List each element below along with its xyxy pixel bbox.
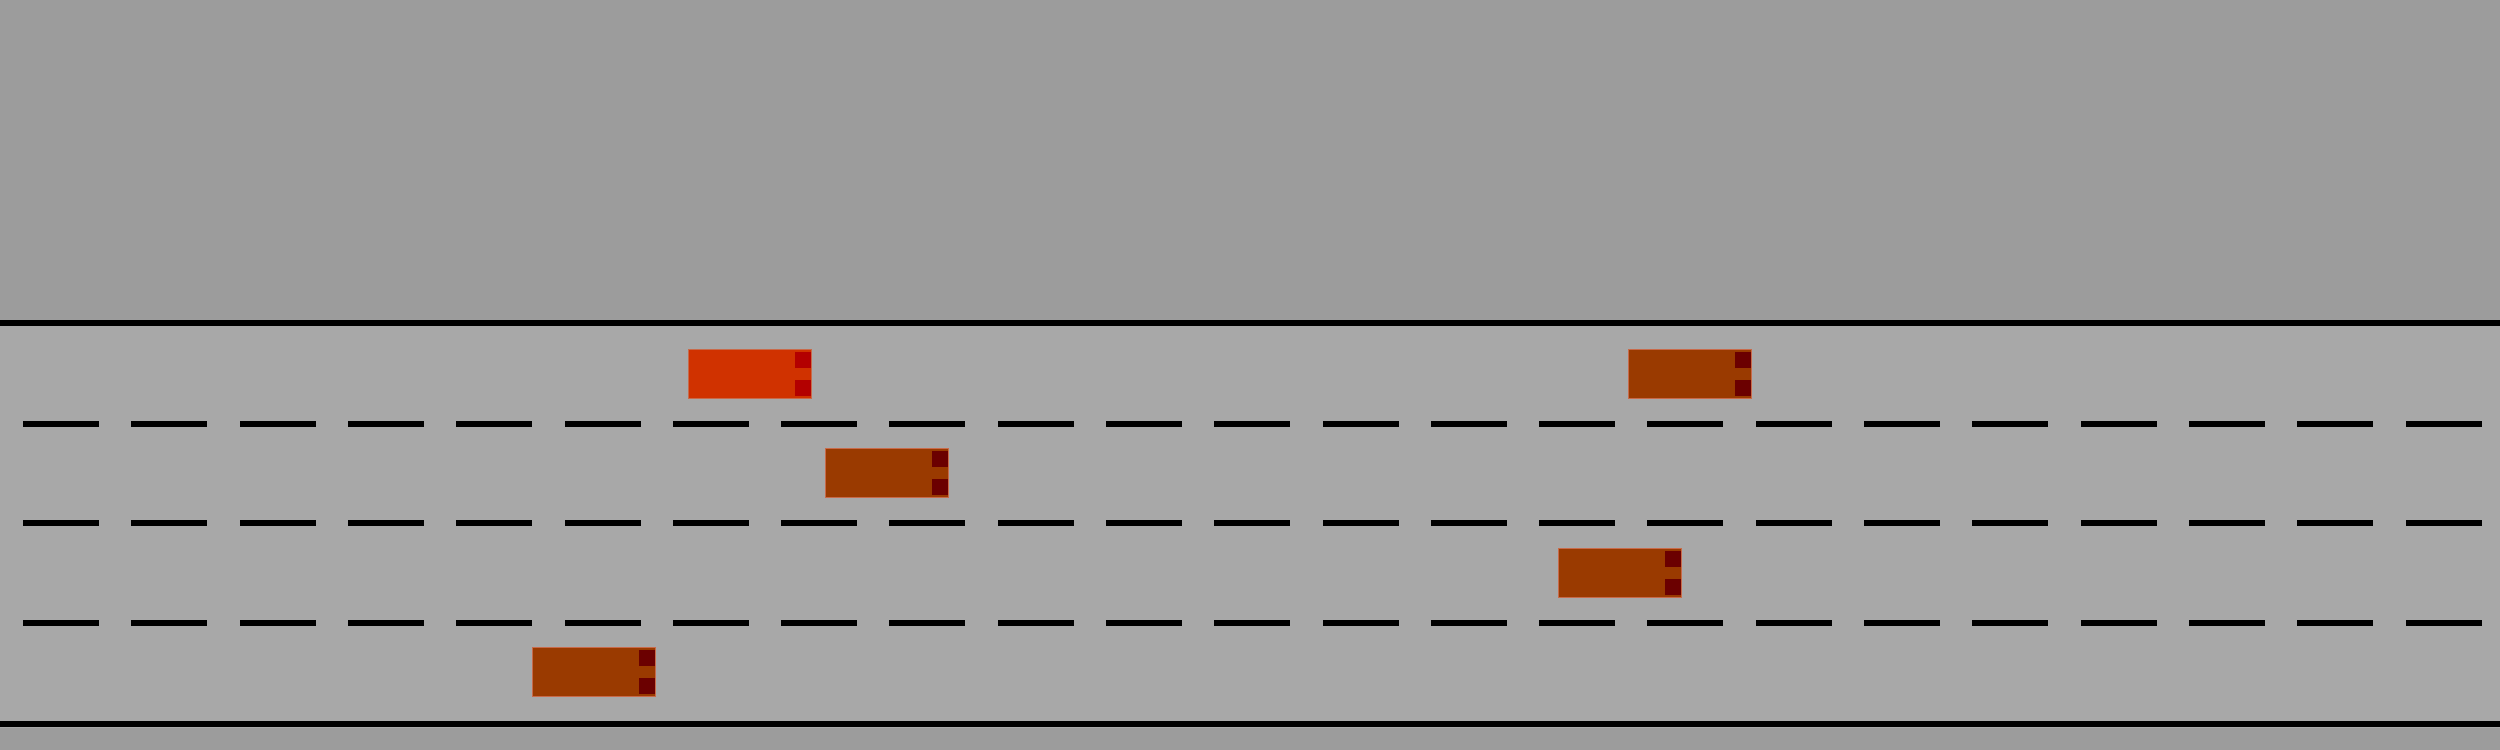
lane-dash xyxy=(1431,520,1507,526)
lane-dash xyxy=(1647,421,1723,427)
lane-dash xyxy=(1214,421,1290,427)
lane-dash xyxy=(565,421,641,427)
road-edge-bottom xyxy=(0,721,2500,727)
lane-dash xyxy=(1106,620,1182,626)
vehicle-taillight-icon xyxy=(1735,380,1751,396)
road-edge-top xyxy=(0,320,2500,326)
lane-dash xyxy=(1864,620,1940,626)
lane-dash xyxy=(1431,421,1507,427)
ego-vehicle xyxy=(688,349,812,399)
lane-dash xyxy=(23,520,99,526)
lane-dash xyxy=(2406,620,2482,626)
lane-dash xyxy=(131,421,207,427)
lane-dash xyxy=(1972,421,2048,427)
lane-dash xyxy=(2297,421,2373,427)
lane-dash xyxy=(998,620,1074,626)
vehicle-taillight-icon xyxy=(1735,352,1751,368)
lane-dash xyxy=(1539,620,1615,626)
lane-dash xyxy=(23,620,99,626)
lane-divider-2 xyxy=(0,520,2500,526)
lane-dash xyxy=(2081,620,2157,626)
lane-dash xyxy=(240,620,316,626)
lane-dash xyxy=(889,520,965,526)
lane-dash xyxy=(1323,520,1399,526)
lane-dash xyxy=(565,520,641,526)
ego-vehicle-taillight-icon xyxy=(795,380,811,396)
lane-dash xyxy=(673,421,749,427)
lane-dash xyxy=(348,520,424,526)
lane-dash xyxy=(131,620,207,626)
lane-dash xyxy=(889,421,965,427)
lane-dash xyxy=(1214,620,1290,626)
vehicle-taillight-icon xyxy=(639,650,655,666)
vehicle-taillight-icon xyxy=(932,479,948,495)
lane-dash xyxy=(1323,421,1399,427)
lane-dash xyxy=(1972,620,2048,626)
lane-dash xyxy=(1647,520,1723,526)
lane-dash xyxy=(565,620,641,626)
vehicle-taillight-icon xyxy=(1665,579,1681,595)
lane-dash xyxy=(998,520,1074,526)
lane-dash xyxy=(781,520,857,526)
lane-dash xyxy=(1106,520,1182,526)
lane-dash xyxy=(1214,520,1290,526)
lane-dash xyxy=(2297,520,2373,526)
lane-dash xyxy=(240,421,316,427)
ego-vehicle-taillight-icon xyxy=(795,352,811,368)
lane-dash xyxy=(456,421,532,427)
lane-dash xyxy=(1539,421,1615,427)
lane-dash xyxy=(23,421,99,427)
lane-dash xyxy=(2189,620,2265,626)
lane-divider-3 xyxy=(0,620,2500,626)
vehicle-taillight-icon xyxy=(639,678,655,694)
lane-dash xyxy=(1106,421,1182,427)
lane-dash xyxy=(2189,421,2265,427)
vehicle-taillight-icon xyxy=(1665,551,1681,567)
lane-dash xyxy=(1756,520,1832,526)
other-vehicle xyxy=(825,448,949,498)
lane-dash xyxy=(1431,620,1507,626)
lane-dash xyxy=(348,421,424,427)
lane-dash xyxy=(348,620,424,626)
lane-dash xyxy=(2406,520,2482,526)
lane-dash xyxy=(2081,520,2157,526)
lane-dash xyxy=(1972,520,2048,526)
lane-dash xyxy=(781,421,857,427)
lane-divider-1 xyxy=(0,421,2500,427)
other-vehicle xyxy=(532,647,656,697)
lane-dash xyxy=(1864,421,1940,427)
lane-dash xyxy=(673,520,749,526)
lane-dash xyxy=(1323,620,1399,626)
other-vehicle xyxy=(1558,548,1682,598)
lane-dash xyxy=(2297,620,2373,626)
lane-dash xyxy=(456,620,532,626)
other-vehicle xyxy=(1628,349,1752,399)
lane-dash xyxy=(781,620,857,626)
lane-dash xyxy=(2081,421,2157,427)
lane-dash xyxy=(889,620,965,626)
lane-dash xyxy=(673,620,749,626)
lane-dash xyxy=(1756,620,1832,626)
lane-dash xyxy=(998,421,1074,427)
lane-dash xyxy=(131,520,207,526)
lane-dash xyxy=(1647,620,1723,626)
lane-dash xyxy=(2406,421,2482,427)
lane-dash xyxy=(2189,520,2265,526)
lane-dash xyxy=(1756,421,1832,427)
lane-dash xyxy=(456,520,532,526)
lane-dash xyxy=(1864,520,1940,526)
lane-dash xyxy=(1539,520,1615,526)
vehicle-taillight-icon xyxy=(932,451,948,467)
lane-dash xyxy=(240,520,316,526)
